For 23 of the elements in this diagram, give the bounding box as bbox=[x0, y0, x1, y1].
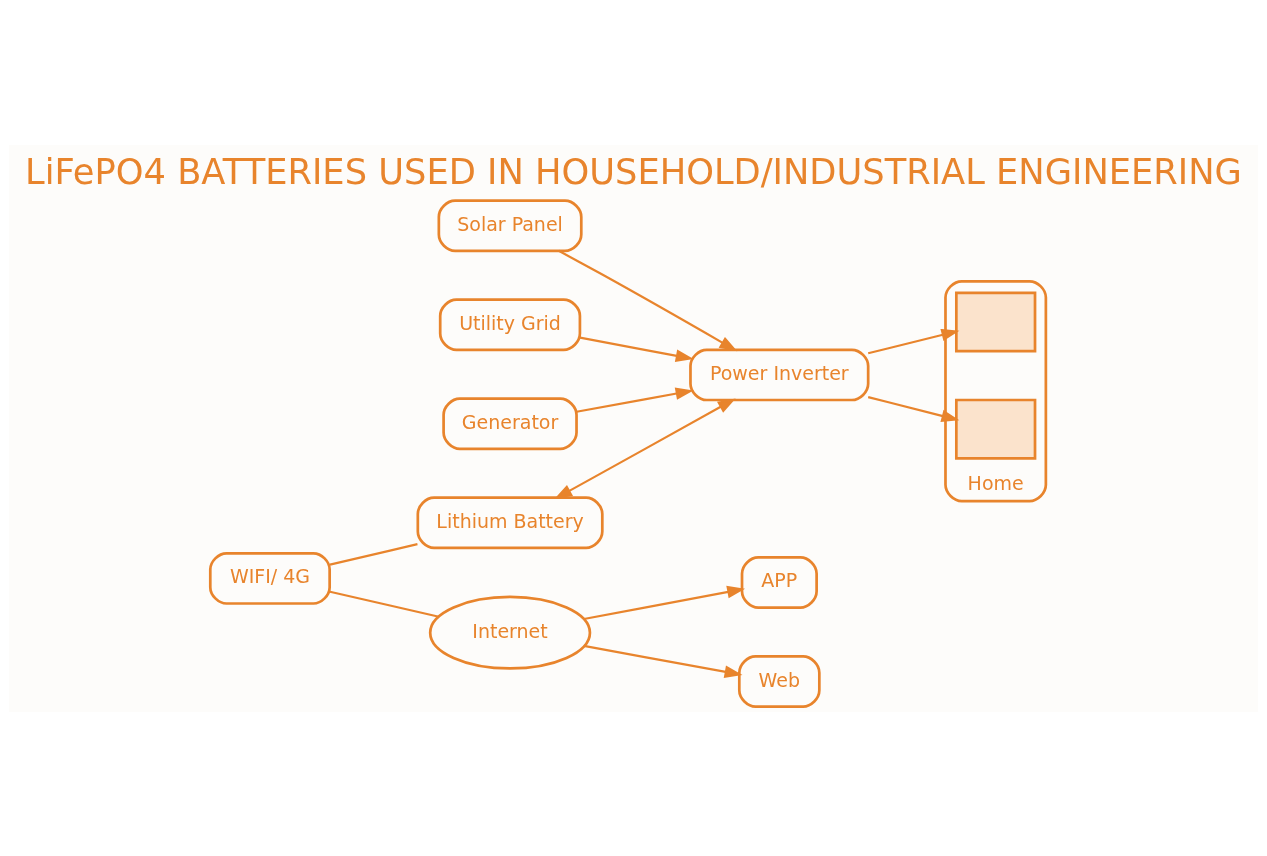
node-box: APP bbox=[740, 555, 818, 609]
connector bbox=[329, 590, 440, 618]
arrow bbox=[558, 249, 738, 351]
node-box: Utility Grid bbox=[438, 297, 582, 351]
node-box: Generator bbox=[442, 396, 578, 450]
node-box bbox=[955, 398, 1037, 460]
cluster: Home bbox=[944, 279, 1048, 502]
node-box: Lithium Battery bbox=[416, 495, 604, 549]
node-box bbox=[955, 291, 1037, 353]
arrow bbox=[583, 644, 743, 678]
arrow bbox=[583, 585, 746, 620]
arrow bbox=[554, 397, 736, 499]
connector bbox=[329, 542, 418, 566]
arrow bbox=[579, 336, 694, 362]
node-ellipse: Internet bbox=[428, 595, 592, 670]
node-box: WIFI/ 4G bbox=[208, 551, 331, 605]
diagram-title: LiFePO4 BATTERIES USED IN HOUSEHOLD/INDUSTRIAL ENGINEERING bbox=[25, 150, 1242, 192]
node-box: Solar Panel bbox=[437, 198, 583, 252]
arrow bbox=[867, 395, 960, 422]
arrow bbox=[867, 328, 960, 354]
arrow bbox=[576, 386, 694, 413]
node-box: Web bbox=[737, 654, 821, 708]
node-box: Power Inverter bbox=[689, 347, 870, 401]
